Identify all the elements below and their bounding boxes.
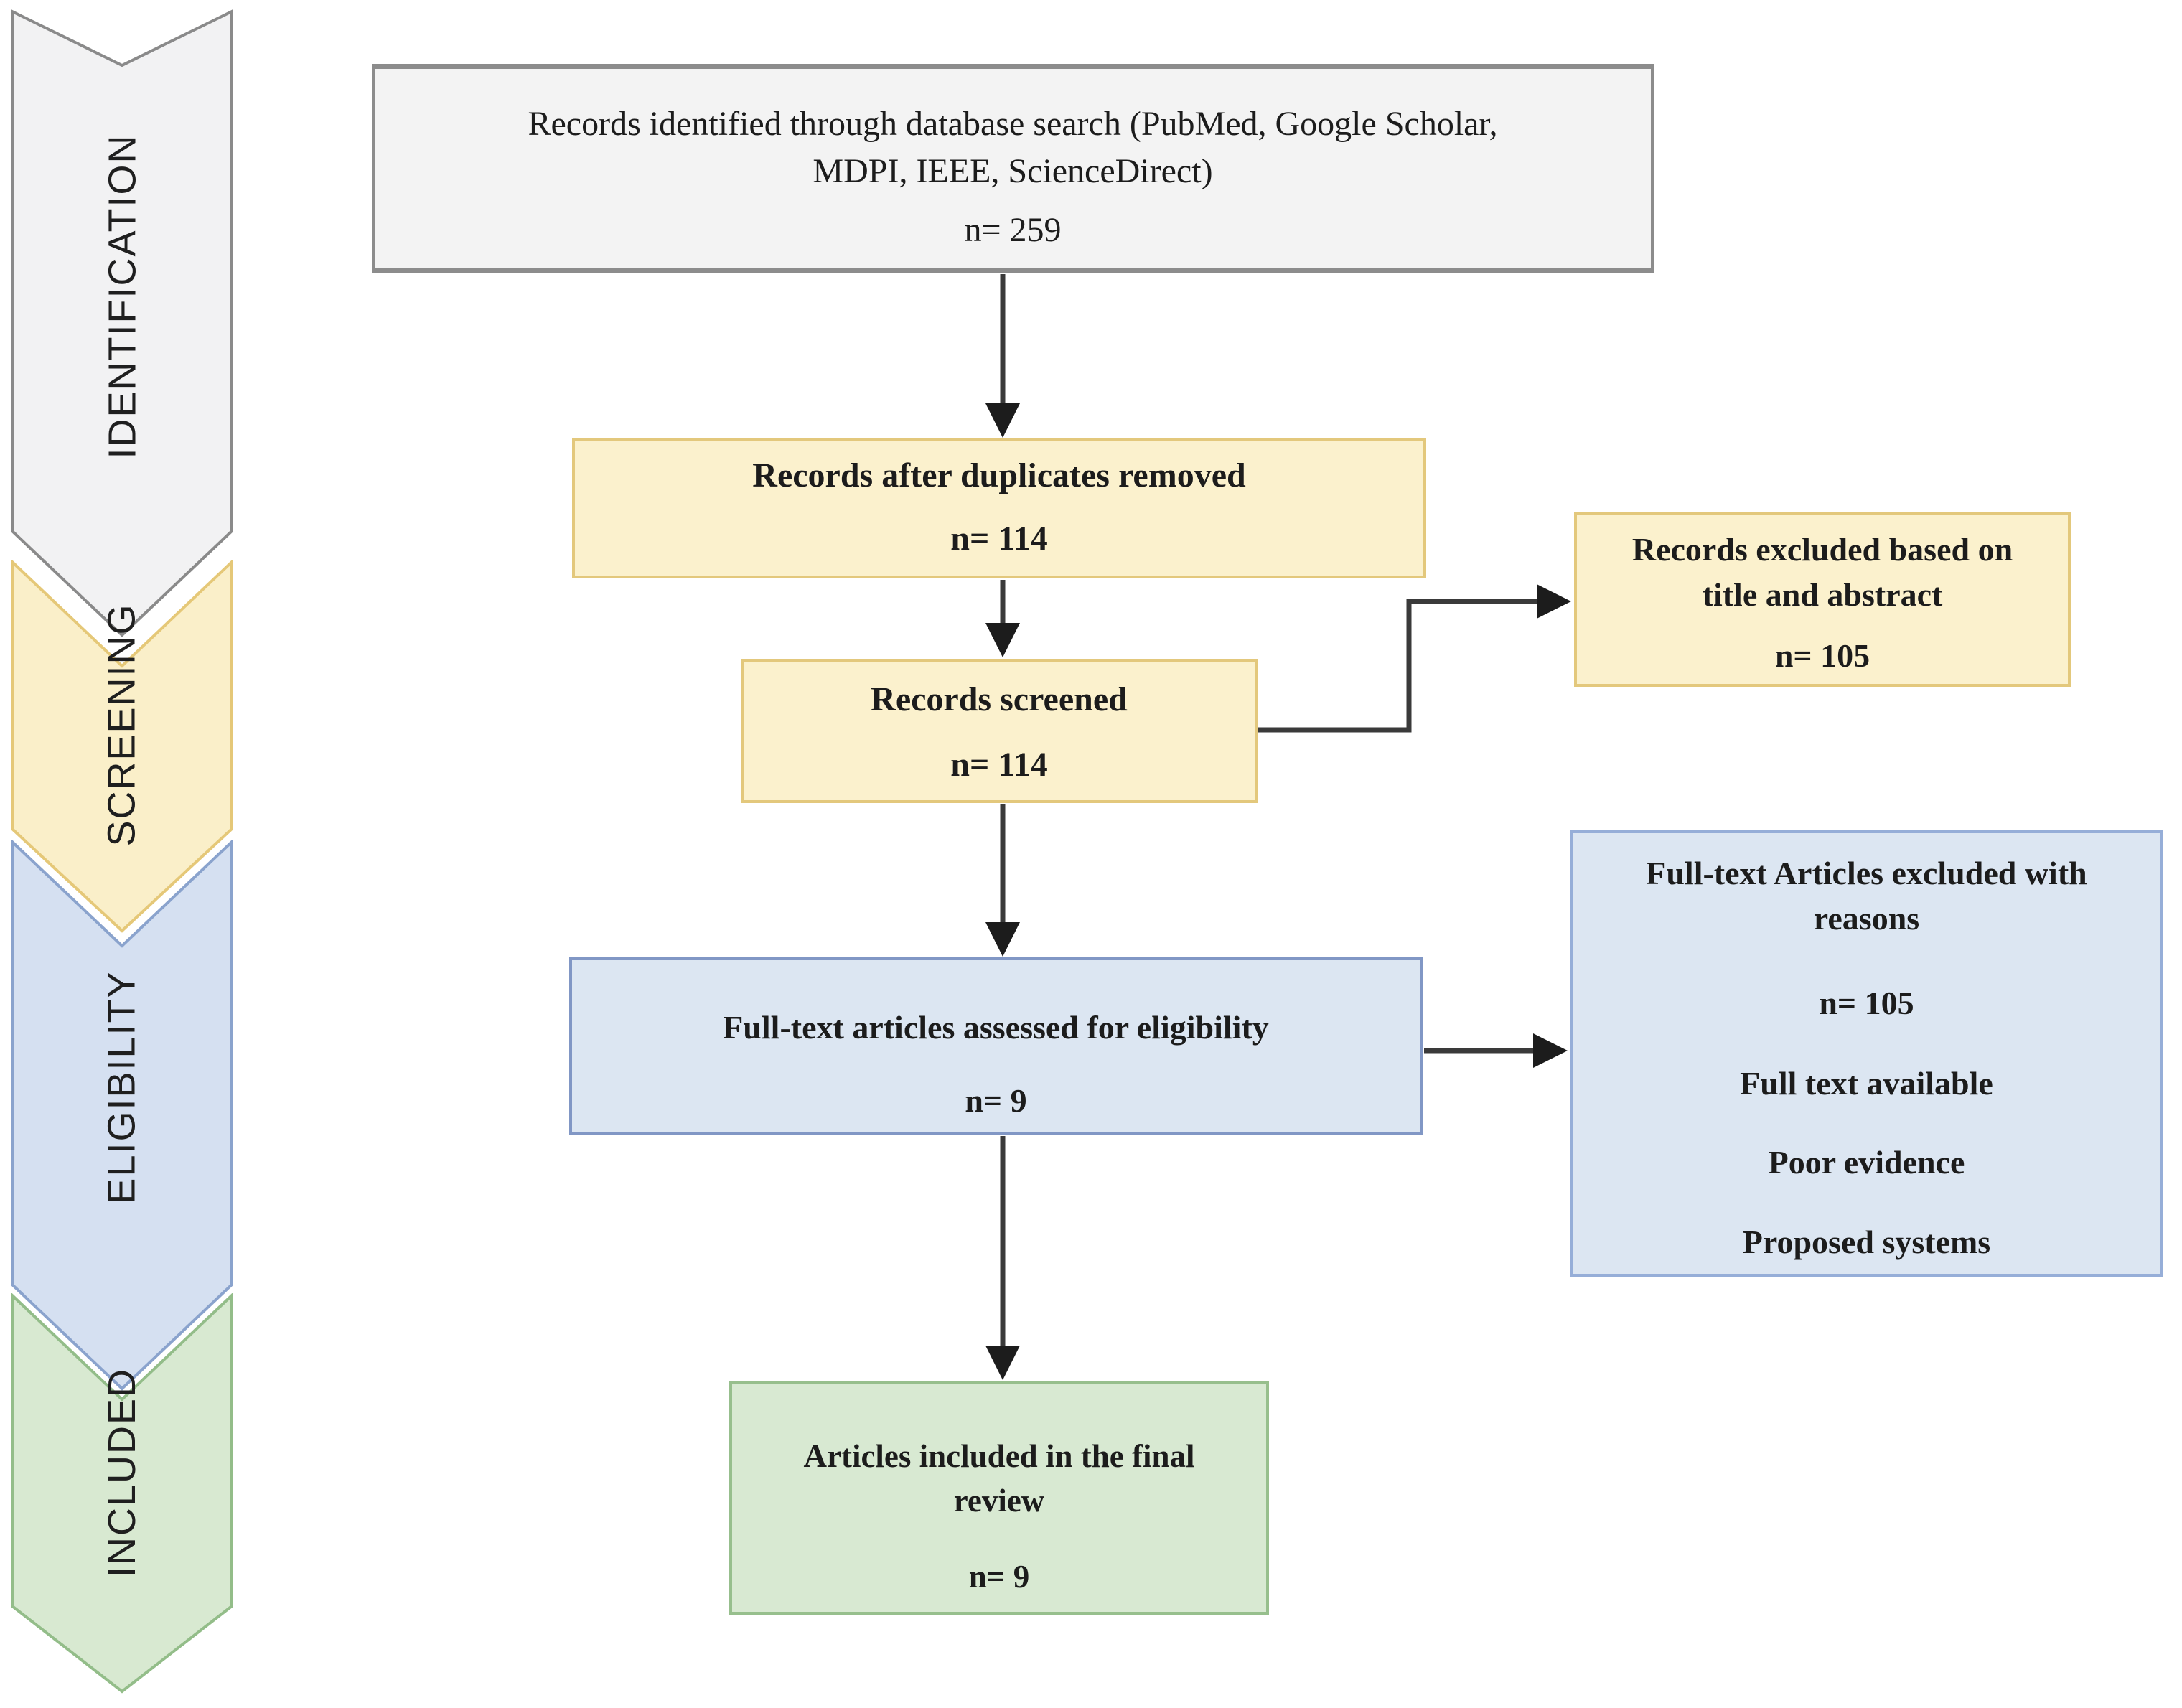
chevron-shape-identification [11, 9, 233, 637]
stage-label-identification: IDENTIFICATION [100, 133, 144, 459]
box-records-screened-count: n= 114 [950, 746, 1048, 784]
chevron-shape-screening [11, 560, 233, 933]
arrowhead-into-eligibility [985, 922, 1020, 957]
box-duplicates-removed-title: Records after duplicates removed [752, 456, 1246, 494]
box-records-excluded-title-abstract-title: Records excluded based on title and abst… [1631, 531, 2013, 614]
box-fulltext-excluded-title: Full-text Articles excluded with reasons [1646, 855, 2087, 937]
arrowhead-into-included [985, 1346, 1020, 1380]
box-fulltext-assessed-count: n= 9 [965, 1081, 1027, 1119]
box-duplicates-removed: Records after duplicates removed n= 114 [572, 438, 1426, 578]
box-fulltext-assessed: Full-text articles assessed for eligibil… [569, 957, 1423, 1135]
box-fulltext-excluded-reason-2: Poor evidence [1768, 1144, 1965, 1181]
arrowhead-into-screened [985, 623, 1020, 657]
box-records-screened: Records screened n= 114 [741, 659, 1258, 803]
chevron-shape-included [11, 1293, 233, 1694]
box-articles-included-count: n= 9 [968, 1559, 1030, 1595]
arrowhead-into-excluded-yellow [1537, 584, 1571, 619]
box-records-identified-count: n= 259 [964, 211, 1062, 250]
box-articles-included: Articles included in the final review n=… [729, 1381, 1269, 1615]
box-fulltext-excluded-count: n= 105 [1819, 984, 1914, 1021]
elbow-line-screened-to-excluded [1258, 599, 1540, 733]
arrowhead-into-excluded-blue [1533, 1033, 1568, 1068]
box-fulltext-assessed-title: Full-text articles assessed for eligibil… [723, 1009, 1269, 1046]
box-records-screened-title: Records screened [871, 680, 1128, 718]
arrowhead-into-duplicates [985, 403, 1020, 438]
box-fulltext-excluded-reason-1: Full text available [1740, 1064, 1993, 1102]
stage-chevron-identification: IDENTIFICATION [10, 9, 234, 637]
stage-label-screening: SCREENING [100, 603, 144, 847]
stage-chevron-eligibility: ELIGIBILITY [10, 840, 234, 1391]
box-duplicates-removed-count: n= 114 [950, 520, 1048, 558]
stage-chevron-included: INCLUDED [10, 1293, 234, 1694]
box-records-identified: Records identified through database sear… [372, 64, 1654, 273]
chevron-shape-eligibility [11, 840, 233, 1391]
box-records-identified-title: Records identified through database sear… [528, 105, 1498, 191]
box-fulltext-excluded: Full-text Articles excluded with reasons… [1570, 830, 2163, 1277]
box-articles-included-title: Articles included in the final review [803, 1438, 1195, 1519]
box-records-excluded-title-abstract-count: n= 105 [1774, 637, 1870, 674]
box-fulltext-excluded-reason-3: Proposed systems [1742, 1224, 1991, 1260]
stage-label-included: INCLUDED [100, 1367, 144, 1578]
stage-chevron-screening: SCREENING [10, 560, 234, 933]
stage-label-eligibility: ELIGIBILITY [100, 970, 144, 1204]
box-records-excluded-title-abstract: Records excluded based on title and abst… [1574, 512, 2071, 687]
